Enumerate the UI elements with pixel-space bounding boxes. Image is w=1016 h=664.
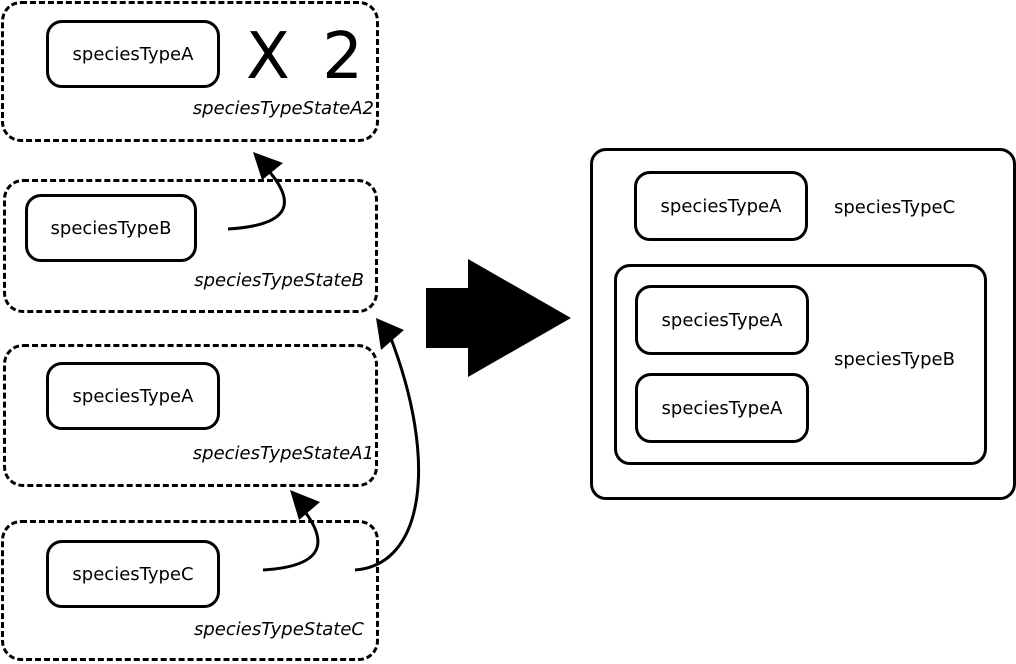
composite-species-c-label: speciesTypeC [834,197,956,218]
bind-arrow-c-to-a1 [262,507,320,572]
arrowhead-b-to-a2 [253,152,283,180]
composite-inner-species-a-1: speciesTypeA [635,285,809,355]
state-a1-label: speciesTypeStateA1 [192,443,374,464]
state-a1-box [3,344,378,487]
composite-species-c-box [590,148,1016,500]
composite-inner-species-a-2: speciesTypeA [635,373,809,443]
state-c-box [1,520,379,661]
bind-arrow-b-to-a2 [227,169,286,231]
state-c-label: speciesTypeStateC [193,619,364,640]
species-b-node: speciesTypeB [25,194,197,262]
bind-arrow-c-to-b [354,335,421,572]
composite-species-b-box [614,264,987,465]
state-b-label: speciesTypeStateB [194,270,364,291]
composite-species-b-label: speciesTypeB [834,349,955,370]
state-a2-box [1,1,379,142]
arrowhead-c-to-b [376,318,404,350]
state-b-box [3,179,378,313]
composition-arrow-icon [426,259,571,377]
species-a-node-top: speciesTypeA [46,20,220,88]
composite-species-a-node: speciesTypeA [634,171,808,241]
species-c-node: speciesTypeC [46,540,220,608]
state-a2-label: speciesTypeStateA2 [192,98,374,119]
arrowhead-c-to-a1 [290,490,320,520]
multiplier-label: X 2 [246,20,369,94]
species-a-node-middle: speciesTypeA [46,362,220,430]
